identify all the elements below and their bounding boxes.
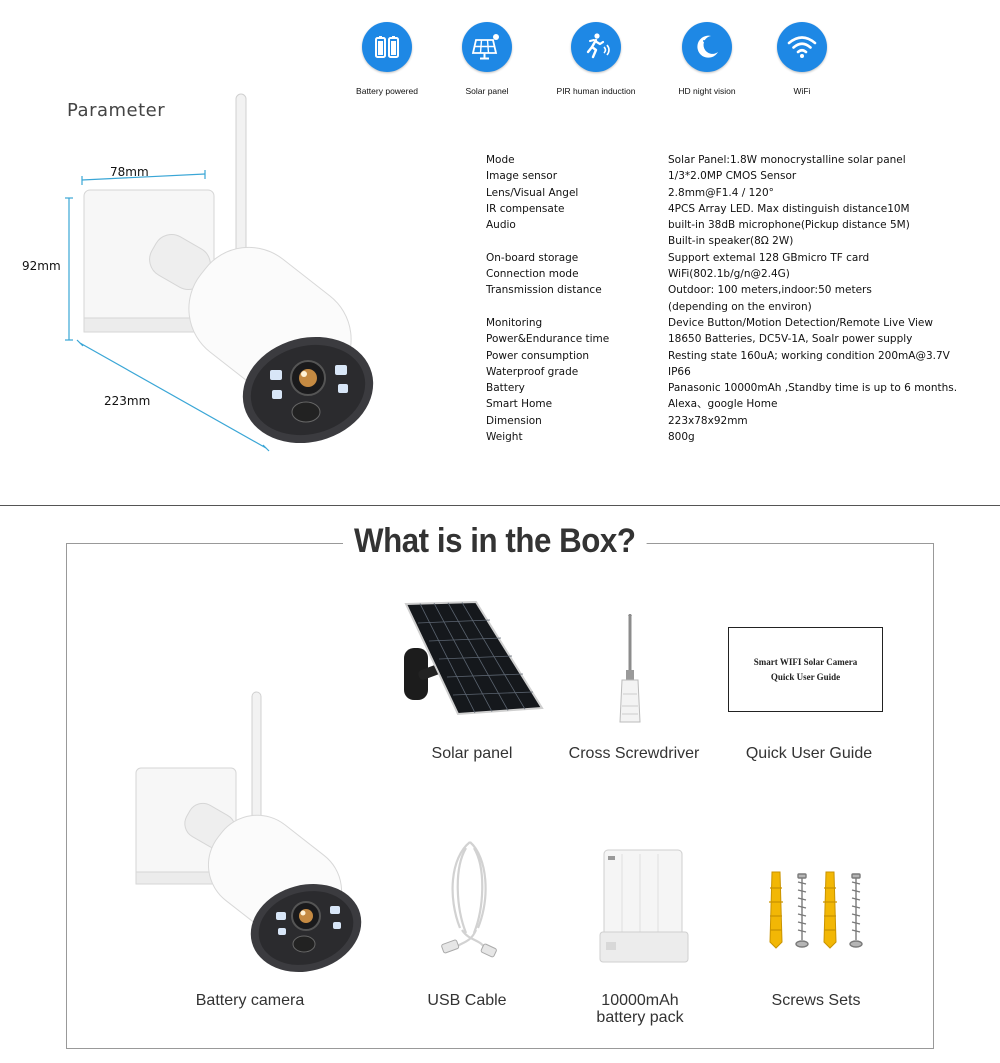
spec-row: Monitoring Device Button/Motion Detection… [486, 315, 998, 331]
spec-key: Audio [486, 219, 516, 232]
guide-card-line2: Quick User Guide [770, 671, 841, 682]
feature-wifi: WiFi [747, 22, 857, 96]
spec-value: Panasonic 10000mAh ,Standby time is up t… [668, 382, 958, 395]
spec-row: Smart Home Alexa、google Home [486, 396, 998, 412]
spec-key: Image sensor [486, 170, 558, 183]
solar-panel-icon [462, 22, 512, 72]
spec-row: (depending on the environ) [486, 299, 998, 315]
feature-night-vision: HD night vision [652, 22, 762, 96]
spec-value: built-in 38dB microphone(Pickup distance… [668, 219, 910, 232]
spec-row: Lens/Visual Angel 2.8mm@F1.4 / 120° [486, 185, 998, 201]
spec-key: Waterproof grade [486, 365, 579, 378]
spec-row: Power consumption Resting state 160uA; wo… [486, 348, 998, 364]
spec-value: Solar Panel:1.8W monocrystalline solar p… [668, 154, 906, 166]
section-divider [0, 505, 1000, 506]
spec-key: Dimension [486, 414, 542, 427]
moon-stars-icon [682, 22, 732, 72]
item-label-usb: USB Cable [427, 992, 507, 1009]
feature-battery: Battery powered [332, 22, 442, 96]
spec-value: Resting state 160uA; working condition 2… [668, 349, 950, 362]
spec-key: Monitoring [486, 316, 543, 329]
feature-label: Battery powered [356, 86, 418, 96]
battery-camera-image [135, 691, 362, 972]
item-label-camera: Battery camera [195, 992, 305, 1009]
spec-key: Power consumption [486, 349, 590, 362]
spec-key [486, 233, 668, 249]
spec-key: Smart Home [486, 398, 553, 411]
spec-key: Power&Endurance time [486, 333, 610, 346]
spec-value: Support extemal 128 GBmicro TF card [668, 251, 870, 264]
spec-row: Connection mode WiFi(802.1b/g/n@2.4G) [486, 266, 998, 282]
item-label-battery-line2: battery pack [596, 1009, 684, 1026]
spec-key: Battery [486, 382, 525, 395]
spec-row: Transmission distance Outdoor: 100 meters… [486, 282, 998, 298]
spec-value: WiFi(802.1b/g/n@2.4G) [668, 268, 790, 281]
spec-key: Connection mode [486, 268, 579, 281]
spec-row: Built-in speaker(8Ω 2W) [486, 233, 998, 249]
guide-card-line1: Smart WIFI Solar Camera [753, 656, 858, 667]
camera-dimension-illustration [65, 93, 374, 452]
feature-solar: Solar panel [432, 22, 542, 96]
spec-key [486, 299, 668, 315]
spec-value: 800g [668, 431, 695, 444]
spec-key: IR compensate [486, 202, 565, 215]
spec-value: IP66 [668, 365, 691, 378]
spec-value: 2.8mm@F1.4 / 120° [668, 186, 774, 199]
spec-value: Outdoor: 100 meters,indoor:50 meters [668, 284, 872, 297]
battery-pack-image [599, 849, 689, 963]
running-person-icon [571, 22, 621, 72]
spec-value: (depending on the environ) [668, 300, 812, 313]
spec-key: Transmission distance [486, 284, 602, 297]
spec-row: Battery Panasonic 10000mAh ,Standby time … [486, 380, 998, 396]
spec-table: Mode Solar Panel:1.8W monocrystalline sol… [486, 152, 998, 445]
dimension-width-label: 78mm [110, 165, 149, 179]
wifi-icon [777, 22, 827, 72]
spec-value: Alexa、google Home [668, 398, 778, 411]
feature-label: Solar panel [465, 86, 509, 96]
spec-row: Audio built-in 38dB microphone(Pickup dis… [486, 217, 998, 233]
quick-guide-card: Smart WIFI Solar Camera Quick User Guide [728, 627, 883, 712]
box-section-title: What is in the Box? [343, 522, 647, 561]
feature-label: WiFi [793, 86, 811, 96]
item-label-guide: Quick User Guide [745, 745, 873, 762]
spec-row: IR compensate 4PCS Array LED. Max disting… [486, 201, 998, 217]
spec-key: Weight [486, 431, 523, 444]
spec-value: Built-in speaker(8Ω 2W) [668, 235, 794, 248]
spec-key: Mode [486, 154, 515, 166]
spec-key: Lens/Visual Angel [486, 186, 579, 199]
item-label-battery-line1: 10000mAh [601, 992, 679, 1009]
spec-row: Power&Endurance time 18650 Batteries, DC5… [486, 331, 998, 347]
screwdriver-image [619, 614, 641, 723]
spec-row: On-board storage Support extemal 128 GBmi… [486, 250, 998, 266]
screws-image [769, 871, 863, 949]
dimension-height-label: 92mm [22, 259, 61, 273]
spec-row: Waterproof grade IP66 [486, 364, 998, 380]
spec-row: Image sensor 1/3*2.0MP CMOS Sensor [486, 168, 998, 184]
parameter-title: Parameter [67, 100, 166, 121]
spec-value: 18650 Batteries, DC5V-1A, Soalr power su… [668, 333, 913, 346]
spec-row: Mode Solar Panel:1.8W monocrystalline sol… [486, 152, 998, 168]
spec-row: Weight 800g [486, 429, 998, 445]
spec-row: Dimension 223x78x92mm [486, 413, 998, 429]
battery-icon [362, 22, 412, 72]
spec-value: 4PCS Array LED. Max distinguish distance… [668, 202, 910, 215]
item-label-solar-panel: Solar panel [431, 745, 513, 762]
spec-value: 223x78x92mm [668, 414, 748, 427]
item-label-screwdriver: Cross Screwdriver [568, 745, 700, 762]
feature-pir: PIR human induction [541, 22, 651, 96]
feature-label: HD night vision [678, 86, 736, 96]
spec-value: 1/3*2.0MP CMOS Sensor [668, 170, 797, 183]
dimension-length-label: 223mm [104, 394, 151, 408]
item-label-screws: Screws Sets [771, 992, 861, 1009]
solar-panel-image [404, 600, 544, 716]
spec-key: On-board storage [486, 251, 579, 264]
usb-cable-image [441, 841, 497, 958]
feature-label: PIR human induction [556, 86, 636, 96]
spec-value: Device Button/Motion Detection/Remote Li… [668, 316, 933, 329]
